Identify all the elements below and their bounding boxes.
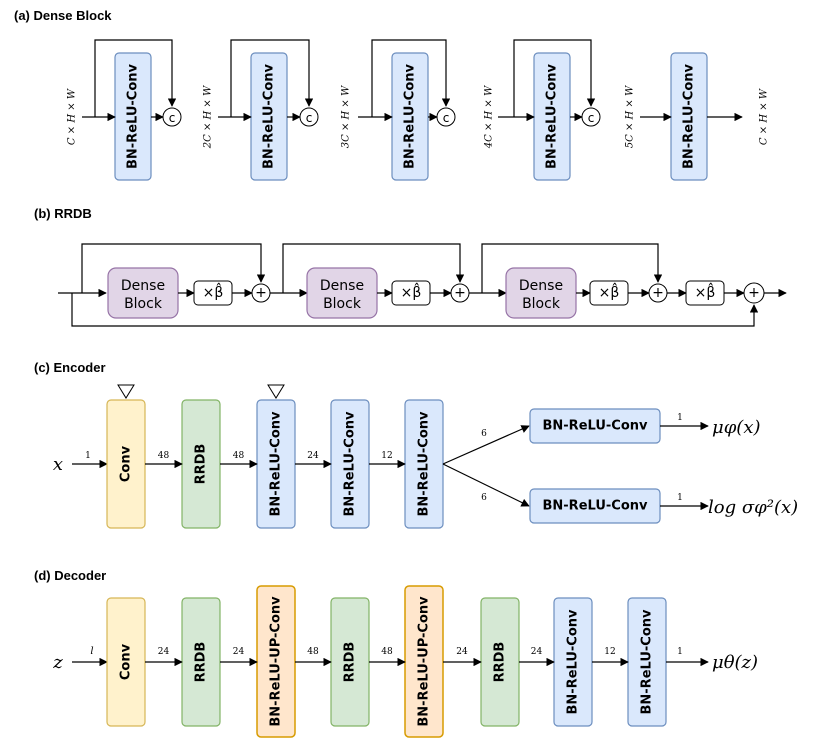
dense-dim-label-6: C × H × W	[759, 88, 770, 145]
concat-symbol-2	[299, 107, 319, 127]
section-title-decoder: (d) Decoder	[34, 568, 106, 583]
decoder-channel-5: 48	[381, 647, 393, 657]
decoder-block-2-label: RRDB	[194, 642, 209, 683]
rrdb-outer-residual-connection	[71, 293, 759, 327]
encoder-block-3-label: BN-ReLU-Conv	[269, 411, 284, 517]
decoder-channel-7: 24	[531, 647, 543, 657]
dense-bn-relu-conv-3-label: BN-ReLU-Conv	[403, 63, 418, 169]
rrdb-dense-label-top-2: Dense	[320, 278, 364, 294]
encoder-output-mu: μφ(x)	[712, 417, 761, 438]
encoder-channel-3: 48	[233, 451, 245, 461]
decoder-block-7-label: BN-ReLU-Conv	[566, 609, 581, 715]
decoder-channel-2: 24	[158, 647, 170, 657]
encoder-channel-1: 1	[85, 451, 91, 461]
encoder-head-label-2: BN-ReLU-Conv	[543, 499, 649, 514]
encoder-channel-5: 12	[381, 451, 392, 461]
concat-symbol-label-3: c	[443, 111, 450, 125]
dense-bn-relu-conv-2-label: BN-ReLU-Conv	[262, 63, 277, 169]
rrdb-residual-connection-2	[282, 243, 465, 293]
rrdb-scale-label-1: ×β̂	[203, 282, 224, 301]
decoder-block-1-label: Conv	[119, 643, 134, 680]
dense-bn-relu-conv-1-label: BN-ReLU-Conv	[126, 63, 141, 169]
decoder-channel-4: 48	[307, 647, 319, 657]
rrdb-residual-connection-1	[81, 243, 266, 293]
encoder-head-channel-1: 1	[677, 413, 683, 423]
encoder-channel-2: 48	[158, 451, 170, 461]
encoder-head-label-1: BN-ReLU-Conv	[543, 419, 649, 434]
decoder-output-mu: μθ(z)	[712, 652, 758, 673]
rrdb-residual-connection-3	[481, 243, 663, 293]
decoder-channel-3: 24	[233, 647, 245, 657]
decoder-block-4-label: RRDB	[343, 642, 358, 683]
dense-bn-relu-conv-5-label: BN-ReLU-Conv	[682, 63, 697, 169]
decoder-block-8-label: BN-ReLU-Conv	[640, 609, 655, 715]
dense-skip-connection-3	[371, 39, 451, 117]
decoder-block-5-label: BN-ReLU-UP-Conv	[417, 596, 432, 727]
concat-symbol-1	[162, 107, 182, 127]
rrdb-dense-label-top-1: Dense	[121, 278, 165, 294]
rrdb-final-scale-label: ×β̂	[695, 282, 716, 301]
encoder-channel-4: 24	[307, 451, 319, 461]
decoder-block-6-label: RRDB	[493, 642, 508, 683]
encoder-block-4-label: BN-ReLU-Conv	[343, 411, 358, 517]
encoder-branch-channel-1: 6	[481, 429, 487, 439]
dense-dim-label-2: 2C × H × W	[203, 85, 214, 149]
downsample-marker-icon-2	[267, 384, 285, 399]
encoder-branch-arrow-2	[442, 463, 530, 507]
dense-skip-connection-1	[94, 39, 177, 117]
encoder-head-channel-2: 1	[677, 493, 683, 503]
dense-skip-connection-4	[513, 39, 596, 117]
decoder-channel-8: 12	[604, 647, 615, 657]
encoder-input-x: x	[53, 454, 63, 475]
decoder-channel-6: 24	[456, 647, 468, 657]
concat-symbol-label-1: c	[169, 111, 176, 125]
rrdb-plus-label-1: +	[255, 285, 267, 301]
dense-dim-label-5: 5C × H × W	[625, 85, 636, 148]
encoder-block-5-label: BN-ReLU-Conv	[417, 411, 432, 517]
rrdb-plus-label-2: +	[454, 285, 466, 301]
decoder-channel-9: 1	[677, 647, 683, 657]
section-title-dense-block: (a) Dense Block	[14, 8, 112, 23]
rrdb-dense-label-top-3: Dense	[519, 278, 563, 294]
concat-symbol-label-4: c	[588, 111, 595, 125]
dense-dim-label-4: 4C × H × W	[484, 85, 495, 149]
decoder-input-z: z	[52, 652, 63, 673]
dense-dim-label-1: C × H × W	[67, 88, 78, 145]
encoder-block-1-label: Conv	[119, 445, 134, 482]
dense-skip-connection-2	[230, 39, 314, 117]
rrdb-dense-label-bottom-2: Block	[323, 296, 362, 312]
encoder-branch-arrow-1	[442, 425, 530, 465]
decoder-diagram: z l Conv RRDB 24 BN-ReLU-UP-Conv 24 RRDB 48 BN-Re…	[52, 585, 758, 738]
dense-dim-label-3: 3C × H × W	[341, 85, 352, 148]
encoder-block-2-label: RRDB	[194, 444, 209, 485]
concat-symbol-4	[581, 107, 601, 127]
dense-block-diagram: BN-ReLU-Conv BN-ReLU-Conv BN-ReLU-Conv BN-R…	[67, 39, 770, 181]
rrdb-final-plus-label: +	[748, 285, 760, 301]
rrdb-dense-label-bottom-3: Block	[522, 296, 561, 312]
decoder-block-3-label: BN-ReLU-UP-Conv	[269, 596, 284, 727]
rrdb-scale-label-2: ×β̂	[401, 282, 422, 301]
downsample-marker-icon-1	[117, 384, 135, 399]
section-title-encoder: (c) Encoder	[34, 360, 106, 375]
rrdb-dense-label-bottom-1: Block	[124, 296, 163, 312]
concat-symbol-3	[436, 107, 456, 127]
decoder-channel-1: l	[90, 646, 93, 657]
dense-bn-relu-conv-4-label: BN-ReLU-Conv	[545, 63, 560, 169]
rrdb-scale-label-3: ×β̂	[599, 282, 620, 301]
concat-symbol-label-2: c	[306, 111, 313, 125]
rrdb-plus-label-3: +	[652, 285, 664, 301]
section-title-rrdb: (b) RRDB	[34, 206, 92, 221]
encoder-output-log-sigma: log σφ²(x)	[708, 497, 798, 518]
encoder-branch-channel-2: 6	[481, 493, 487, 503]
